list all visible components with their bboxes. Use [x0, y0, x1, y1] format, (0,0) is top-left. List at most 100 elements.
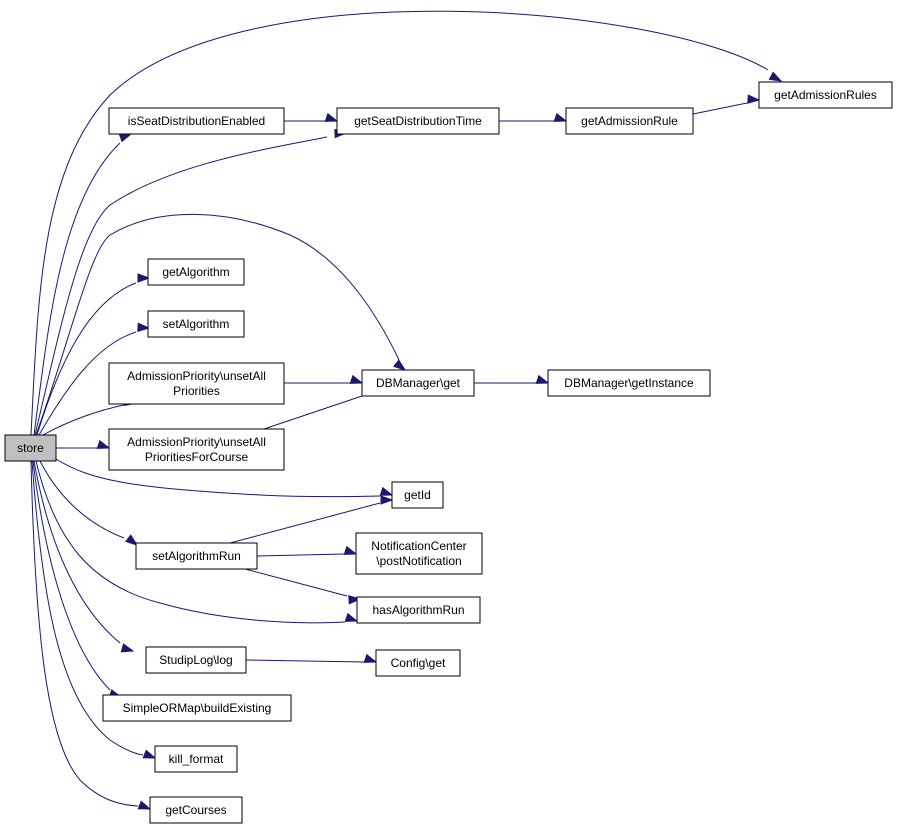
node-label: isSeatDistributionEnabled: [128, 114, 265, 128]
node-label: DBManager\get: [376, 376, 461, 390]
arrowhead: [344, 612, 359, 622]
node-box: [149, 796, 243, 824]
node-hasAlgorithmRun[interactable]: hasAlgorithmRun: [356, 596, 481, 624]
edge-line: [31, 460, 144, 756]
node-box: [391, 481, 444, 509]
edge-line: [30, 460, 139, 807]
edge-store-to-hasAlgorithmRun: [35, 460, 359, 624]
node-getCourses[interactable]: getCourses: [149, 796, 243, 824]
arrowhead: [553, 112, 568, 122]
node-getAdmissionRule[interactable]: getAdmissionRule: [565, 107, 694, 135]
node-label: setAlgorithm: [163, 317, 230, 331]
arrowhead: [137, 273, 151, 283]
node-box: [108, 107, 285, 135]
node-setAlgorithm[interactable]: setAlgorithm: [147, 310, 245, 338]
arrowhead: [379, 486, 394, 496]
edge-setAlgorithmRun-to-hasAlgorithmRun: [244, 568, 362, 605]
node-label: PrioritiesForCourse: [145, 450, 249, 464]
node-box: [147, 310, 245, 338]
node-dbmanagerGet[interactable]: DBManager\get: [361, 369, 475, 397]
arrowhead: [747, 94, 761, 104]
node-box: [102, 694, 292, 722]
node-label: getSeatDistributionTime: [354, 114, 482, 128]
node-label: AdmissionPriority\unsetAll: [127, 369, 266, 383]
arrowhead: [768, 71, 783, 82]
node-box: [154, 745, 238, 773]
edge-line: [34, 136, 328, 436]
node-box: [355, 532, 483, 575]
node-unsetAllPrioritiesForCourse[interactable]: AdmissionPriority\unsetAllPrioritiesForC…: [108, 428, 285, 471]
edge-setAlgorithmRun-to-getId: [229, 495, 394, 544]
node-dbmanagerGetInstance[interactable]: DBManager\getInstance: [547, 369, 711, 397]
node-getAdmissionRules[interactable]: getAdmissionRules: [758, 81, 893, 109]
node-configGet[interactable]: Config\get: [375, 649, 461, 677]
node-box: [758, 81, 893, 109]
edge-store-to-unsetAllPrioritiesForCourse: [56, 439, 111, 449]
node-box: [108, 428, 285, 471]
node-label: \postNotification: [376, 554, 461, 568]
node-box: [547, 369, 711, 397]
arrowhead: [96, 439, 111, 449]
edge-store-to-killFormat: [31, 460, 157, 759]
edge-line: [33, 460, 121, 644]
node-label: DBManager\getInstance: [564, 376, 694, 390]
arrowhead: [343, 545, 358, 555]
node-getAlgorithm[interactable]: getAlgorithm: [147, 258, 245, 286]
node-box: [145, 646, 247, 674]
edge-unsetAllPriorities-to-dbmanagerGet: [284, 374, 364, 384]
edge-line: [36, 282, 137, 436]
edge-dbmanagerGet-to-dbmanagerGetInstance: [474, 374, 550, 384]
edge-line: [229, 502, 381, 544]
node-label: Config\get: [391, 656, 446, 670]
edge-line: [244, 568, 348, 597]
arrowhead: [324, 112, 339, 122]
node-label: Priorities: [173, 384, 220, 398]
arrowhead: [120, 643, 135, 653]
node-killFormat[interactable]: kill_format: [154, 745, 238, 773]
node-getSeatDistributionTime[interactable]: getSeatDistributionTime: [336, 107, 500, 135]
arrowhead: [118, 133, 133, 143]
node-label: getAlgorithm: [162, 265, 229, 279]
edge-line: [39, 460, 125, 539]
node-setAlgorithmRun[interactable]: setAlgorithmRun: [135, 542, 258, 570]
edge-line: [245, 659, 365, 663]
node-studipLog[interactable]: StudipLog\log: [145, 646, 247, 674]
arrowhead: [393, 359, 407, 371]
node-postNotification[interactable]: NotificationCenter\postNotification: [355, 532, 483, 575]
node-isSeatDistributionEnabled[interactable]: isSeatDistributionEnabled: [108, 107, 285, 135]
node-box: [361, 369, 475, 397]
node-label: getCourses: [165, 803, 226, 817]
edge-line: [32, 460, 111, 691]
node-store[interactable]: store: [4, 434, 57, 462]
edge-line: [35, 460, 346, 624]
arrowhead: [142, 749, 157, 759]
node-label: hasAlgorithmRun: [372, 603, 464, 617]
edge-setAlgorithmRun-to-postNotification: [256, 545, 358, 557]
node-label: store: [17, 441, 44, 455]
edge-store-to-getCourses: [30, 460, 152, 810]
node-buildExisting[interactable]: SimpleORMap\buildExisting: [102, 694, 292, 722]
edge-line: [30, 10, 769, 436]
arrowhead: [348, 595, 362, 605]
node-label: StudipLog\log: [159, 653, 232, 667]
node-label: SimpleORMap\buildExisting: [123, 701, 272, 715]
edge-store-to-studipLog: [33, 460, 135, 653]
edge-isSeatDistributionEnabled-to-getSeatDistributionTime: [284, 112, 339, 122]
edge-line: [55, 458, 381, 498]
edge-store-to-dbmanagerGet: [35, 213, 407, 436]
node-box: [336, 107, 500, 135]
arrowhead: [380, 495, 394, 505]
node-label: getId: [404, 488, 431, 502]
node-label: getAdmissionRules: [774, 88, 877, 102]
edge-store-to-getAdmissionRules: [30, 10, 783, 436]
node-box: [147, 258, 245, 286]
edge-line: [35, 213, 400, 436]
node-getId[interactable]: getId: [391, 481, 444, 509]
node-label: getAdmissionRule: [581, 114, 678, 128]
node-label: setAlgorithmRun: [152, 549, 241, 563]
edge-getSeatDistributionTime-to-getAdmissionRule: [499, 112, 568, 122]
node-box: [135, 542, 258, 570]
call-nodes: store isSeatDistributionEnabled getSeatDis…: [4, 81, 893, 824]
node-label: NotificationCenter: [371, 539, 466, 553]
